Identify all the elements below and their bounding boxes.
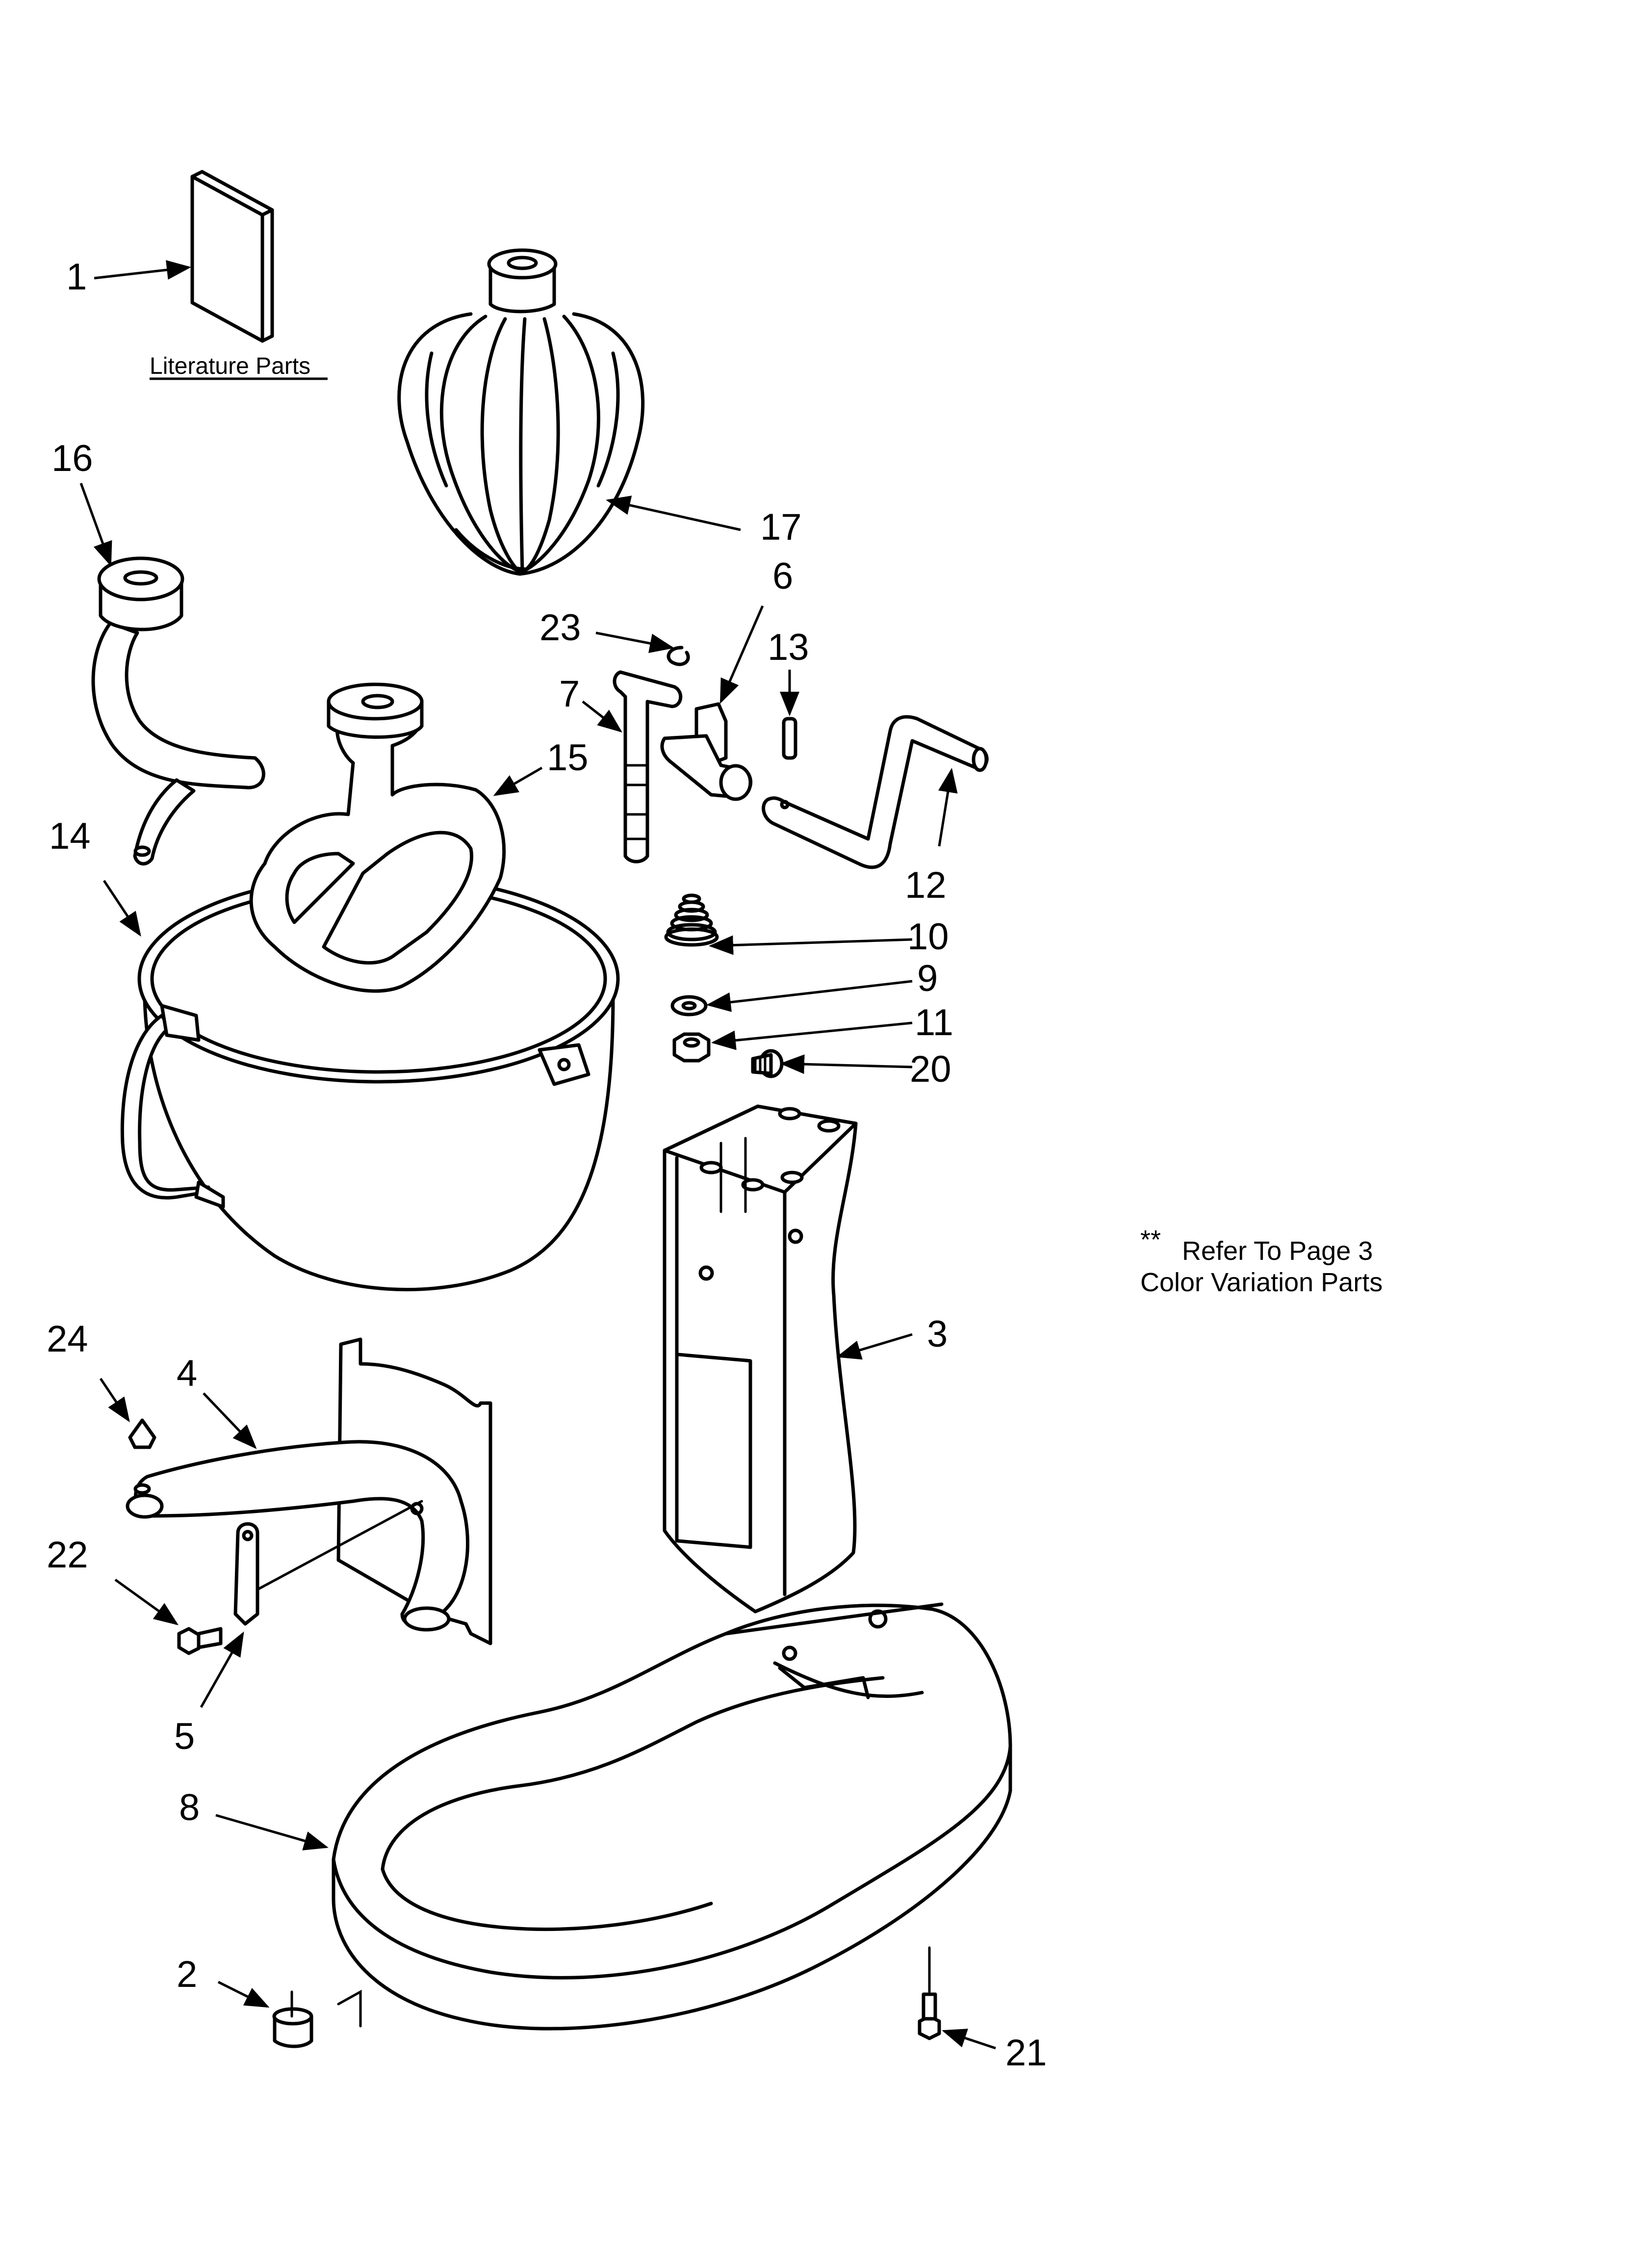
part-22-screw bbox=[177, 1627, 223, 1655]
callout-1: 1 bbox=[66, 256, 87, 298]
strap-guide-line bbox=[256, 1500, 423, 1591]
part-17-wire-whip bbox=[397, 248, 645, 576]
callout-9: 9 bbox=[917, 958, 938, 999]
callout-22: 22 bbox=[47, 1534, 88, 1576]
part-1-literature bbox=[190, 170, 274, 343]
part-12-crank bbox=[762, 715, 989, 869]
part-16-dough-hook bbox=[91, 556, 265, 866]
part-3-column bbox=[663, 1104, 858, 1614]
callout-8: 8 bbox=[179, 1787, 200, 1828]
callout-2: 2 bbox=[177, 1954, 197, 1995]
callout-10: 10 bbox=[907, 916, 949, 958]
callout-15: 15 bbox=[547, 737, 589, 779]
callout-17: 17 bbox=[760, 506, 802, 548]
part-11-nut bbox=[672, 1032, 711, 1063]
part-7-pin bbox=[613, 670, 683, 863]
callout-11: 11 bbox=[915, 1002, 953, 1043]
column-bosses bbox=[699, 1107, 841, 1192]
callout-16: 16 bbox=[51, 438, 93, 479]
callout-4: 4 bbox=[177, 1353, 197, 1394]
note-line-1: Refer To Page 3 bbox=[1182, 1236, 1373, 1266]
part-4-bowl-support bbox=[126, 1337, 492, 1645]
part-15-flat-beater bbox=[249, 682, 506, 993]
callout-14: 14 bbox=[49, 815, 91, 857]
part-2-foot bbox=[272, 1989, 362, 2048]
callout-3: 3 bbox=[927, 1313, 948, 1355]
callout-24: 24 bbox=[47, 1318, 88, 1360]
callout-7: 7 bbox=[559, 673, 580, 715]
callout-5: 5 bbox=[174, 1716, 195, 1757]
part-23-clip bbox=[667, 646, 690, 666]
part-24-screw bbox=[128, 1418, 156, 1495]
part-20-screw bbox=[751, 1049, 784, 1078]
part-10-spring bbox=[664, 893, 719, 947]
callout-21: 21 bbox=[1005, 2032, 1047, 2074]
callout-6: 6 bbox=[772, 555, 793, 597]
part-8-base bbox=[332, 1602, 1012, 2031]
color-variation-note: ** Refer To Page 3 Color Variation Parts bbox=[1140, 1225, 1383, 1297]
note-marker: ** bbox=[1140, 1225, 1161, 1254]
callout-12: 12 bbox=[905, 864, 947, 906]
callout-13: 13 bbox=[768, 626, 809, 668]
callout-23: 23 bbox=[539, 607, 581, 649]
part-6-pivot bbox=[660, 702, 753, 801]
leader-arrows bbox=[79, 260, 996, 2050]
part-13-pin bbox=[782, 717, 797, 760]
literature-parts-label: Literature Parts bbox=[150, 353, 310, 379]
part-21-screw bbox=[918, 1946, 941, 2040]
callout-labels: 1 16 17 6 23 13 7 15 14 12 10 9 11 20 3 … bbox=[47, 256, 1047, 2074]
note-line-2: Color Variation Parts bbox=[1140, 1268, 1383, 1297]
callout-20: 20 bbox=[910, 1048, 951, 1090]
part-9-washer bbox=[670, 995, 708, 1017]
part-5-strap bbox=[233, 1522, 259, 1626]
